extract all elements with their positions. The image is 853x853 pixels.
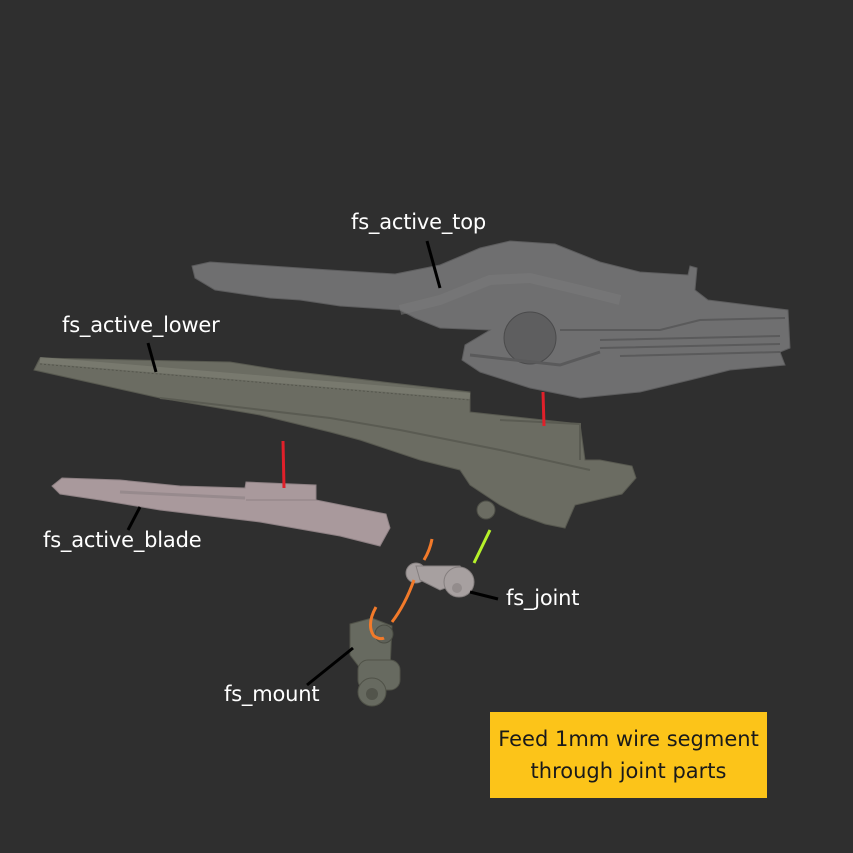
alignment-line-blade xyxy=(281,440,286,489)
wire-orange-lower xyxy=(369,606,385,641)
note-line-2: through joint parts xyxy=(530,759,727,783)
part-fs-joint xyxy=(405,562,475,598)
part-fs-mount xyxy=(349,617,401,707)
instruction-note: Feed 1mm wire segment through joint part… xyxy=(490,712,767,798)
label-fs-active-top: fs_active_top xyxy=(351,210,486,234)
wire-green xyxy=(472,529,492,564)
label-fs-mount: fs_mount xyxy=(224,682,320,706)
note-line-1: Feed 1mm wire segment xyxy=(498,727,759,751)
leader-mount xyxy=(306,646,354,687)
label-fs-active-lower: fs_active_lower xyxy=(62,313,220,337)
leader-joint xyxy=(469,590,499,601)
wire-orange-upper xyxy=(422,538,434,561)
part-fs-active-top xyxy=(191,240,791,399)
label-fs-joint: fs_joint xyxy=(506,586,580,610)
leader-blade xyxy=(126,506,142,531)
part-fs-active-lower xyxy=(33,357,637,529)
leader-lower xyxy=(146,342,158,373)
leader-top xyxy=(425,240,442,289)
wire-orange-middle xyxy=(390,579,416,623)
alignment-line-top xyxy=(541,391,546,427)
label-fs-active-blade: fs_active_blade xyxy=(43,528,202,552)
part-fs-active-blade xyxy=(51,477,391,547)
